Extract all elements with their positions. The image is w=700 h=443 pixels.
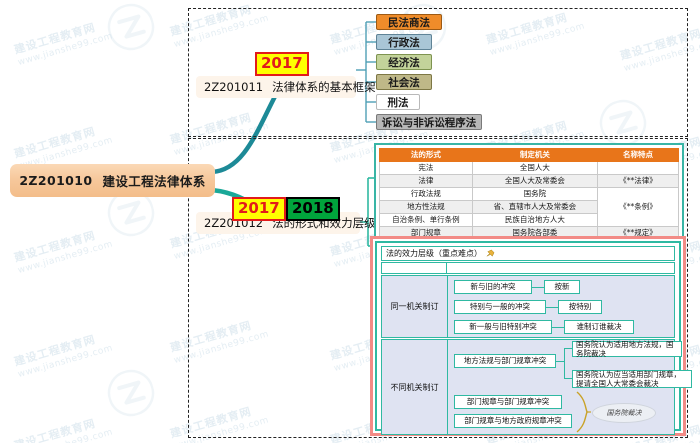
connector-3 — [552, 327, 564, 328]
cell-form: 宪法 — [379, 161, 473, 175]
table-col-naming: 名称特点 — [597, 148, 679, 162]
group-different-authority-label: 不同机关制订 — [382, 340, 448, 434]
conflict-dept-rule-vs-local-gov-rule[interactable]: 部门规章与地方政府规章冲突 — [454, 414, 572, 428]
resolution-follow-new[interactable]: 按新 — [544, 280, 580, 294]
cell-organ: 全国人大及常委会 — [471, 174, 599, 188]
conflict-new-general-vs-old-special[interactable]: 新一般与旧特别冲突 — [454, 320, 552, 334]
badge-2018-branch2: 2018 — [286, 197, 340, 221]
branch-node-2Z201011[interactable]: 2Z201011 法律体系的基本框架 — [196, 76, 376, 98]
table-row: 法律 全国人大及常委会 《**法律》 — [379, 174, 679, 188]
hierarchy-title-bar: 法的效力层级（重点难点） — [381, 246, 675, 261]
table-row: 宪法 全国人大 — [379, 161, 679, 175]
root-node[interactable]: 2Z201010 建设工程法律体系 — [10, 164, 215, 197]
branch1-code: 2Z201011 — [204, 80, 264, 94]
branch1-title: 法律体系的基本框架 — [272, 80, 376, 94]
cell-form: 自治条例、单行条例 — [379, 213, 473, 227]
resolution-enactor-decides[interactable]: 谁制订谁裁决 — [564, 320, 634, 334]
conflict-new-vs-old[interactable]: 新与旧的冲突 — [454, 280, 532, 294]
hierarchy-spacer-row — [381, 262, 675, 274]
cell-organ: 省、直辖市人大及常委会 — [471, 200, 599, 214]
cell-form: 行政法规 — [379, 187, 473, 201]
badge-2017-branch2: 2017 — [232, 197, 286, 221]
resolution-state-council-local-reg[interactable]: 国务院认为适用地方法规，国务院裁决 — [572, 340, 682, 358]
law-box-procedural[interactable]: 诉讼与非诉讼程序法 — [376, 114, 482, 130]
pushpin-icon — [486, 249, 495, 258]
law-box-label: 行政法 — [388, 36, 420, 49]
outline-box-branch1 — [188, 8, 688, 137]
conflict-dept-rule-vs-dept-rule[interactable]: 部门规章与部门规章冲突 — [454, 395, 562, 409]
cell-organ: 民族自治地方人大 — [471, 213, 599, 227]
connector-7 — [564, 378, 572, 379]
connector-2 — [546, 307, 558, 308]
cell-naming: 《**法律》 — [597, 174, 679, 188]
resolution-state-council-decides[interactable]: 国务院裁决 — [592, 403, 656, 423]
root-title: 建设工程法律体系 — [102, 174, 206, 189]
hierarchy-title: 法的效力层级（重点难点） — [386, 249, 482, 258]
law-box-criminal[interactable]: 刑法 — [376, 94, 420, 110]
group-different-authority: 不同机关制订 地方法规与部门规章冲突 国务院认为适用地方法规，国务院裁决 国务院… — [381, 339, 692, 435]
connector-5 — [564, 348, 565, 378]
law-box-civil-commercial[interactable]: 民法商法 — [376, 14, 442, 30]
table-col-organ: 制定机关 — [471, 148, 599, 162]
table-row: 行政法规 国务院 《**条例》 — [379, 187, 679, 227]
law-box-label: 刑法 — [387, 96, 409, 109]
cell-organ: 全国人大 — [471, 161, 599, 175]
connector-1 — [532, 287, 544, 288]
law-box-label: 民法商法 — [388, 16, 430, 29]
brace-icon — [576, 391, 591, 433]
connector-6 — [564, 348, 572, 349]
connector-4 — [556, 361, 564, 362]
law-box-label: 诉讼与非诉讼程序法 — [381, 116, 477, 129]
effect-hierarchy-panel: 法的效力层级（重点难点） 同一机关制订 新与旧的冲突 按新 特别与一般的冲突 — [370, 236, 692, 436]
cell-form: 法律 — [379, 174, 473, 188]
law-box-administrative[interactable]: 行政法 — [376, 34, 432, 50]
law-box-label: 经济法 — [388, 56, 420, 69]
resolution-npc-standing-committee[interactable]: 国务院认为应当适用部门规章，提请全国人大常委会裁决 — [572, 370, 692, 388]
cell-organ: 国务院 — [471, 187, 599, 201]
group-same-authority: 同一机关制订 新与旧的冲突 按新 特别与一般的冲突 按特别 新一般与旧特别冲突 … — [381, 275, 675, 338]
table-col-form: 法的形式 — [379, 148, 473, 162]
z-logo-icon — [103, 365, 160, 422]
law-box-social[interactable]: 社会法 — [376, 74, 432, 90]
conflict-special-vs-general[interactable]: 特别与一般的冲突 — [454, 300, 546, 314]
cell-naming: 《**条例》 — [597, 187, 679, 227]
cell-form: 地方性法规 — [379, 200, 473, 214]
badge-2017-branch1: 2017 — [255, 52, 309, 76]
outline-box-branch2 — [188, 138, 688, 438]
conflict-local-reg-vs-dept-rule[interactable]: 地方法规与部门规章冲突 — [454, 354, 556, 368]
group-same-authority-label: 同一机关制订 — [382, 276, 448, 337]
root-code: 2Z201010 — [19, 173, 93, 188]
table-header-row: 法的形式 制定机关 名称特点 — [379, 148, 679, 162]
z-logo-icon — [103, 0, 160, 55]
law-box-label: 社会法 — [388, 76, 420, 89]
law-box-economic[interactable]: 经济法 — [376, 54, 432, 70]
resolution-follow-special[interactable]: 按特别 — [558, 300, 602, 314]
cell-naming — [597, 161, 679, 175]
